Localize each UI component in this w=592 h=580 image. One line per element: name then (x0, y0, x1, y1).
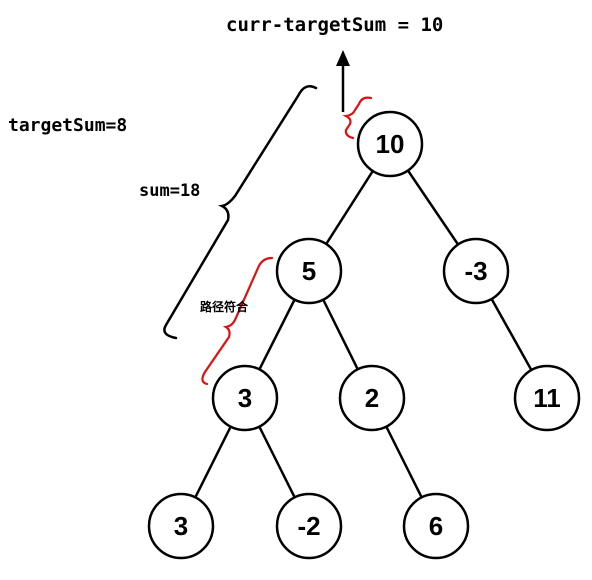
tree-node-circle (275, 492, 343, 560)
tree-node: 6 (402, 492, 470, 560)
tree-node-value: 3 (238, 383, 252, 413)
tree-node-value: 10 (376, 129, 405, 159)
tree-node-circle (356, 110, 424, 178)
tree-node: 3 (211, 364, 279, 432)
sum-label: sum=18 (139, 181, 201, 201)
path-red-brace (201, 256, 274, 386)
tree-node-circle (338, 364, 406, 432)
up-arrow-head (336, 50, 350, 66)
root-red-brace (342, 96, 373, 140)
path-match-note: 路径符合 (200, 300, 249, 314)
tree-node-value: -3 (464, 256, 487, 286)
target-sum-label: targetSum=8 (8, 115, 128, 136)
tree-node-circle (402, 492, 470, 560)
tree-node: 11 (513, 364, 581, 432)
tree-node-circle (275, 237, 343, 305)
tree-node-circle (211, 364, 279, 432)
tree-node-value: 11 (533, 383, 561, 413)
tree-node-circle (442, 237, 510, 305)
tree-node-circle (513, 364, 581, 432)
tree-node-value: 2 (365, 383, 379, 413)
tree-node: 5 (275, 237, 343, 305)
tree-node-value: 3 (174, 511, 188, 541)
tree-node-value: 5 (302, 256, 316, 286)
curr-target-sum-label: curr-targetSum = 10 (226, 14, 444, 36)
tree-node-value: 6 (429, 511, 443, 541)
tree-node-value: -2 (297, 511, 320, 541)
tree-node-circle (147, 492, 215, 560)
sum-brace (163, 85, 318, 340)
tree-node: -3 (442, 237, 510, 305)
tree-node: -2 (275, 492, 343, 560)
tree-node: 3 (147, 492, 215, 560)
tree-node: 10 (356, 110, 424, 178)
tree-node: 2 (338, 364, 406, 432)
